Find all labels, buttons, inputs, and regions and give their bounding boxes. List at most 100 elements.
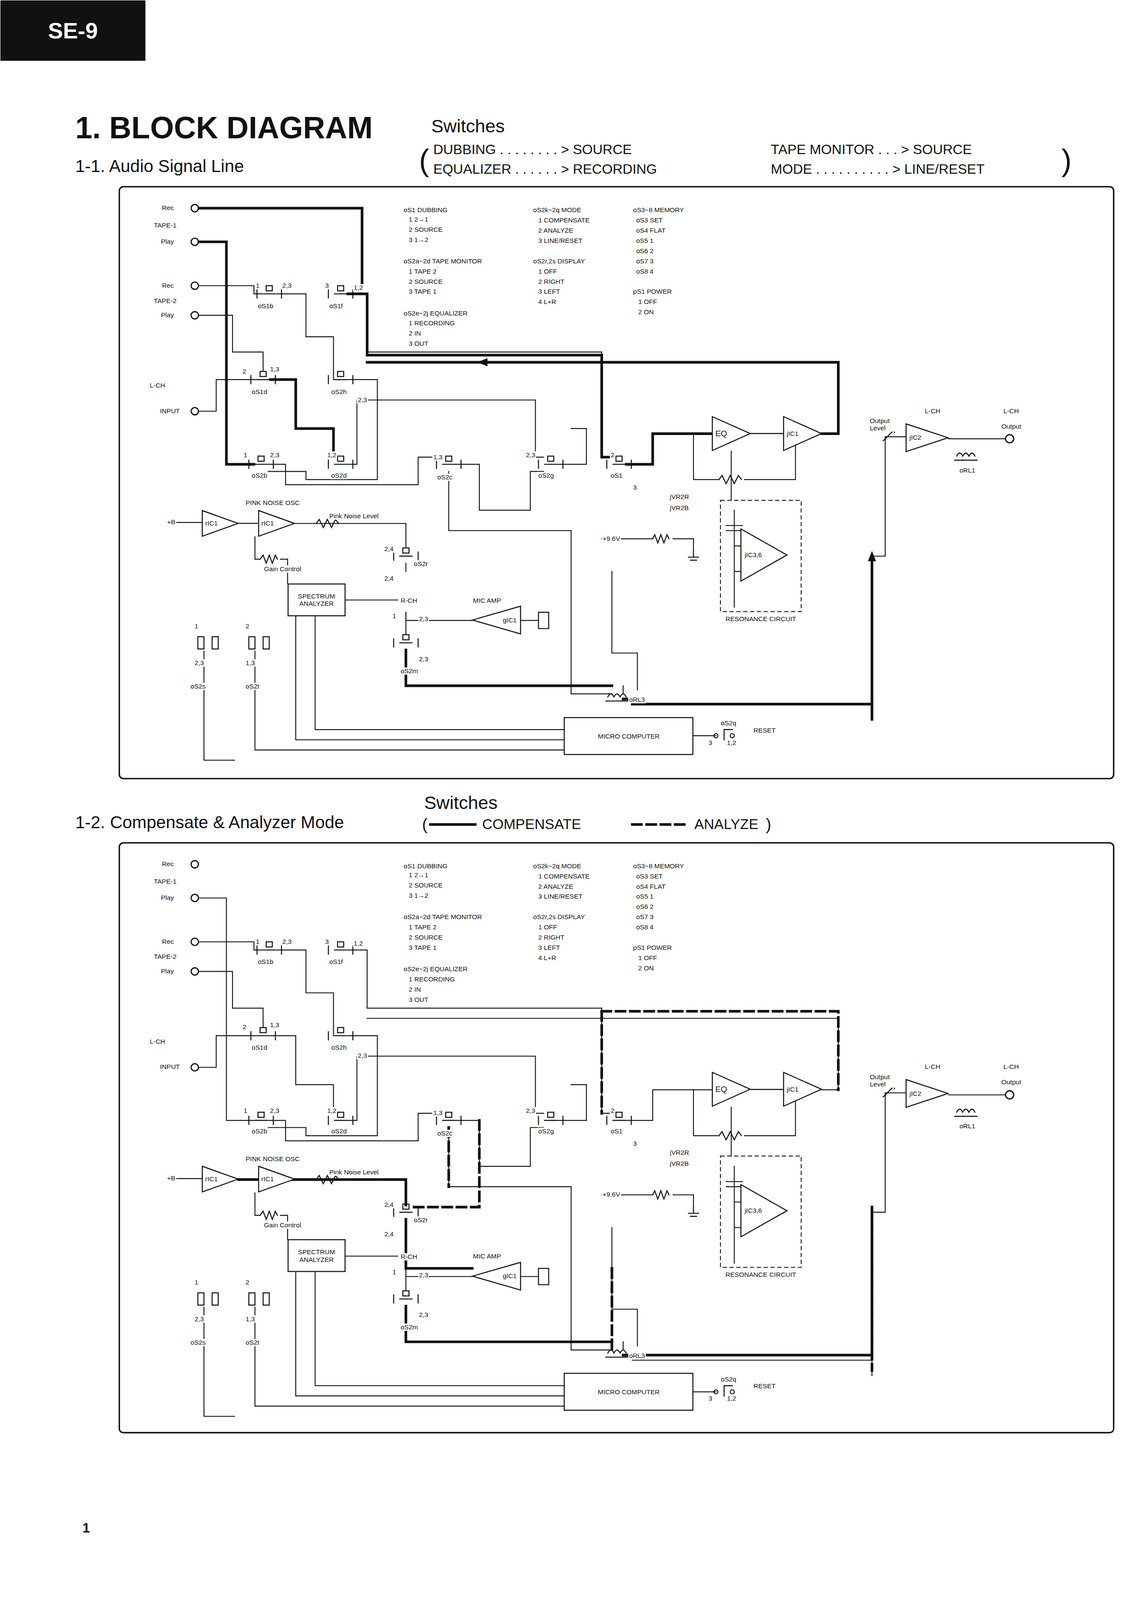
diagram-label: Pink Noise Level bbox=[328, 512, 380, 520]
diagram-label: oS2k~2q MODE bbox=[532, 206, 583, 214]
header-text: ) bbox=[764, 815, 773, 834]
diagram-label: oS7 3 bbox=[635, 913, 655, 921]
diagram-label: oS2d bbox=[330, 1127, 348, 1135]
diagram-label: oS4 FLAT bbox=[635, 882, 667, 890]
analyze-path bbox=[600, 1011, 604, 1114]
diagram-label: 2 SOURCE bbox=[408, 277, 444, 286]
diagram-label: 1,3 bbox=[432, 1108, 444, 1117]
header-text: ( bbox=[421, 815, 429, 834]
node-body: SE-9 bbox=[0, 0, 146, 62]
diagram-label: 2 RIGHT bbox=[537, 933, 566, 941]
diagram-label: 1 RECORDING bbox=[408, 319, 456, 327]
diagram-label: 2 bbox=[244, 1278, 251, 1286]
diagram-label: 3 1→2 bbox=[408, 891, 430, 899]
diagram-label: 3 bbox=[324, 937, 330, 945]
diagram-label: oS1b bbox=[256, 958, 275, 966]
analyze-path bbox=[870, 1206, 874, 1371]
header-text: Switches bbox=[423, 792, 499, 813]
diagram-label: oS5 1 bbox=[635, 892, 655, 901]
signal-path-thick bbox=[347, 293, 613, 457]
diagram-label: RESET bbox=[752, 1382, 777, 1390]
diagram-label: oS2c bbox=[436, 473, 454, 481]
arrowheads bbox=[867, 550, 876, 562]
diagram-label: 1,2 bbox=[326, 1107, 338, 1115]
diagram-label: R-CH bbox=[399, 1252, 419, 1260]
node-shape bbox=[906, 423, 948, 452]
diagram-label: RESET bbox=[752, 726, 777, 734]
diagram-label: oS2c bbox=[436, 1129, 454, 1137]
node-body: jIC3,6 bbox=[744, 550, 763, 559]
legend-sample bbox=[430, 822, 476, 826]
diagram-label: oS2s bbox=[189, 1338, 207, 1346]
node-text: jIC2 bbox=[909, 1089, 922, 1097]
node-shape bbox=[783, 1072, 822, 1106]
node-body: MICRO COMPUTER bbox=[563, 717, 694, 755]
diagram-label: 2 IN bbox=[408, 329, 422, 338]
arrowheads bbox=[477, 358, 488, 367]
amplifier-triangle: rIC1 bbox=[258, 510, 295, 537]
diagram-label: 3 bbox=[707, 1394, 714, 1403]
diagram-label: 1 bbox=[254, 282, 261, 290]
signal-wire bbox=[238, 522, 258, 524]
diagram-label: oS2h bbox=[330, 1043, 348, 1052]
diagram-label: +9.6V bbox=[601, 534, 621, 543]
diagram-label: +9.6V bbox=[601, 1190, 621, 1199]
header-text: MODE . . . . . . . . . . > LINE/RESET bbox=[769, 161, 986, 177]
diagram-label: 2,3 bbox=[281, 937, 293, 945]
compensate-path bbox=[238, 1179, 872, 1355]
diagram-label: PINK NOISE OSC bbox=[244, 498, 301, 507]
diagram-label: 1 bbox=[254, 937, 261, 945]
diagram-label: oS2r bbox=[413, 560, 429, 568]
diagram-label: +B bbox=[166, 518, 176, 526]
diagram-label: oS7 3 bbox=[635, 257, 655, 265]
legend-text: COMPENSATE bbox=[481, 816, 583, 832]
node-body: jIC1 bbox=[786, 1085, 799, 1094]
node-shape bbox=[0, 0, 146, 61]
node-shape bbox=[472, 1262, 521, 1290]
node-text: MICRO COMPUTER bbox=[597, 1387, 660, 1396]
diagram-label: Rec bbox=[161, 937, 175, 945]
diagram-label: oS2b bbox=[250, 471, 269, 479]
diagram-label: 1,2 bbox=[725, 738, 738, 747]
diagram-label: 3 OUT bbox=[408, 995, 430, 1003]
diagram-label: 1,2 bbox=[352, 283, 365, 292]
node-body: SPECTRUM ANALYZER bbox=[287, 1238, 346, 1272]
header-text: 1-1. Audio Signal Line bbox=[74, 156, 245, 176]
process-box: SPECTRUM ANALYZER bbox=[287, 1238, 346, 1272]
header-text: Switches bbox=[430, 116, 506, 137]
diagram-label: 3 bbox=[707, 738, 714, 747]
diagram-label: Play bbox=[160, 967, 175, 975]
diagram-label: 3 bbox=[632, 483, 639, 492]
diagram-label: 3 OUT bbox=[408, 340, 430, 348]
diagram-label: 3 LINE/RESET bbox=[537, 892, 583, 901]
legend-sample bbox=[632, 822, 688, 826]
diagram-label: oS2b bbox=[250, 1127, 269, 1135]
diagram-label: oS2s bbox=[189, 682, 207, 691]
diagram-label: 2,3 bbox=[418, 655, 430, 663]
diagram-label: jVR2R bbox=[669, 492, 691, 501]
diagram-label: PINK NOISE OSC bbox=[244, 1154, 301, 1163]
diagram-label: 1,3 bbox=[244, 659, 256, 667]
diagram-label: oS3~8 MEMORY bbox=[632, 206, 686, 214]
node-shape bbox=[258, 1165, 295, 1192]
diagram-label: 2,3 bbox=[269, 1107, 281, 1115]
diagram-label: 1 bbox=[193, 622, 200, 630]
legend-text: ANALYZE bbox=[693, 816, 760, 832]
diagram-label: Gain Control bbox=[263, 565, 303, 573]
diagram-label: R-CH bbox=[399, 597, 419, 605]
diagram-label: 2,3 bbox=[193, 659, 205, 667]
node-shape bbox=[202, 1165, 239, 1192]
diagram-label: 1,3 bbox=[432, 453, 444, 461]
diagram-label: Output bbox=[1000, 422, 1023, 430]
diagram-label: 2 ANALYZE bbox=[537, 226, 575, 234]
diagram-label: L-CH bbox=[1002, 1063, 1020, 1071]
amplifier-triangle: jIC3,6 bbox=[740, 1183, 788, 1237]
node-text: rIC1 bbox=[205, 519, 218, 527]
signal-path-thick bbox=[623, 698, 872, 704]
node-shape bbox=[202, 510, 239, 537]
node-body: SPECTRUM ANALYZER bbox=[287, 583, 346, 616]
diagram-label: 1,3 bbox=[244, 1314, 256, 1323]
node-text: gIC1 bbox=[502, 616, 517, 624]
signal-wire bbox=[750, 432, 784, 434]
